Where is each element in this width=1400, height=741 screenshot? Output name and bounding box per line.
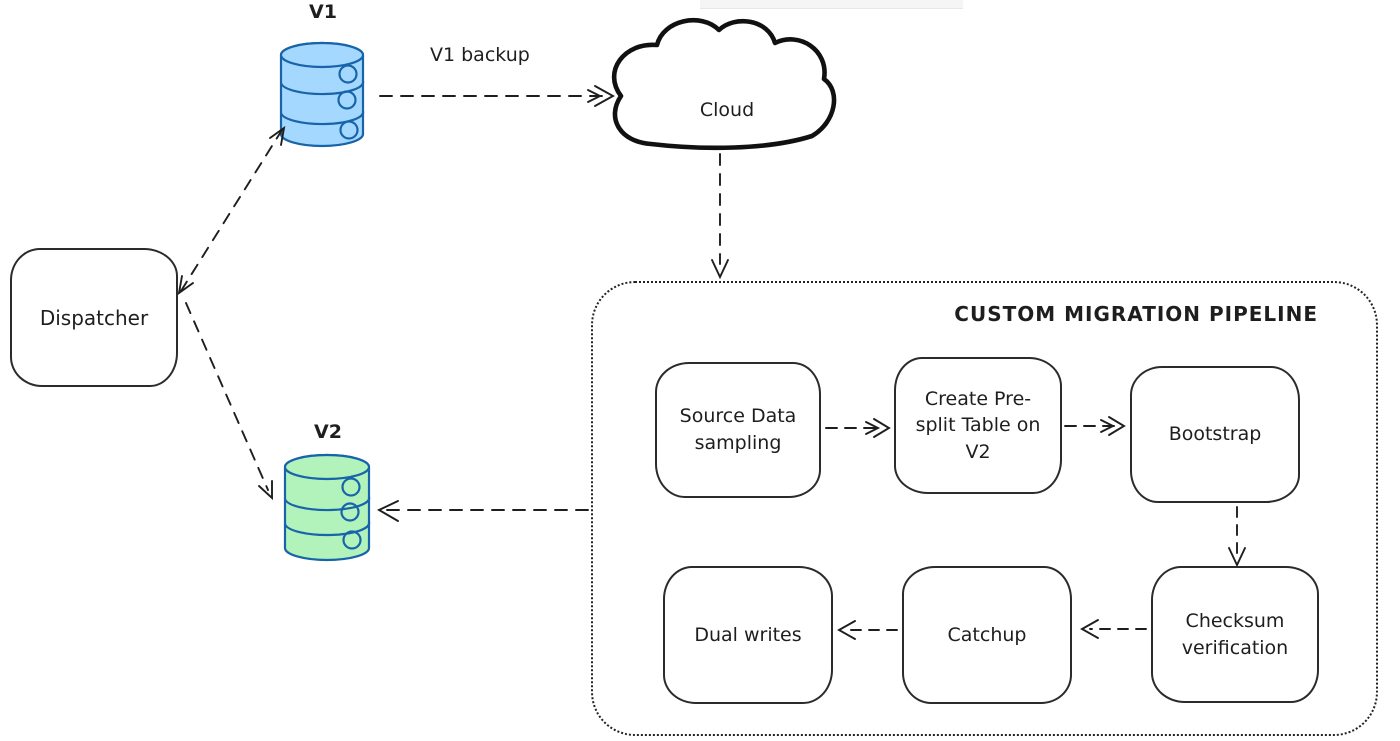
arrow-catchup-to-dual-writes xyxy=(837,620,898,640)
arrow-checksum-to-catchup xyxy=(1080,619,1147,639)
pipeline-step-source-data-sampling: Source Data sampling xyxy=(655,362,821,498)
v2-database-label: V2 xyxy=(314,421,342,443)
top-edge-artifact xyxy=(700,0,963,9)
arrow-cloud-to-pipeline xyxy=(711,153,729,280)
step-label: Checksum verification xyxy=(1181,609,1289,659)
v1-database-icon xyxy=(279,41,365,148)
arrow-v1-to-cloud xyxy=(379,85,615,107)
pipeline-step-create-presplit-table: Create Pre-split Table on V2 xyxy=(894,357,1062,494)
pipeline-step-dual-writes: Dual writes xyxy=(663,566,833,704)
dispatcher-label: Dispatcher xyxy=(39,305,149,330)
arrow-bootstrap-to-checksum xyxy=(1228,506,1246,568)
arrow-dispatcher-to-v1 xyxy=(177,125,286,296)
arrow-dispatcher-to-v2 xyxy=(185,302,273,501)
cloud-icon xyxy=(611,18,837,151)
arrow-pipeline-to-v2 xyxy=(376,500,589,522)
dispatcher-node: Dispatcher xyxy=(10,248,178,387)
step-label: Catchup xyxy=(947,623,1027,646)
cloud-label: Cloud xyxy=(699,99,755,121)
step-label: Source Data sampling xyxy=(679,405,797,454)
arrow-source-to-create xyxy=(825,418,891,438)
v2-database-icon xyxy=(283,453,371,562)
v1-database-label: V1 xyxy=(309,1,337,23)
step-label: Bootstrap xyxy=(1168,423,1262,446)
step-label: Dual writes xyxy=(694,623,802,646)
arrow-create-to-bootstrap xyxy=(1064,416,1126,436)
pipeline-step-catchup: Catchup xyxy=(902,566,1072,704)
pipeline-title: CUSTOM MIGRATION PIPELINE xyxy=(954,302,1318,326)
pipeline-step-bootstrap: Bootstrap xyxy=(1130,366,1300,503)
step-label: Create Pre-split Table on V2 xyxy=(915,387,1041,463)
v1-backup-edge-label: V1 backup xyxy=(430,44,530,66)
pipeline-container: CUSTOM MIGRATION PIPELINE xyxy=(591,281,1378,736)
pipeline-step-checksum-verification: Checksum verification xyxy=(1151,566,1319,703)
